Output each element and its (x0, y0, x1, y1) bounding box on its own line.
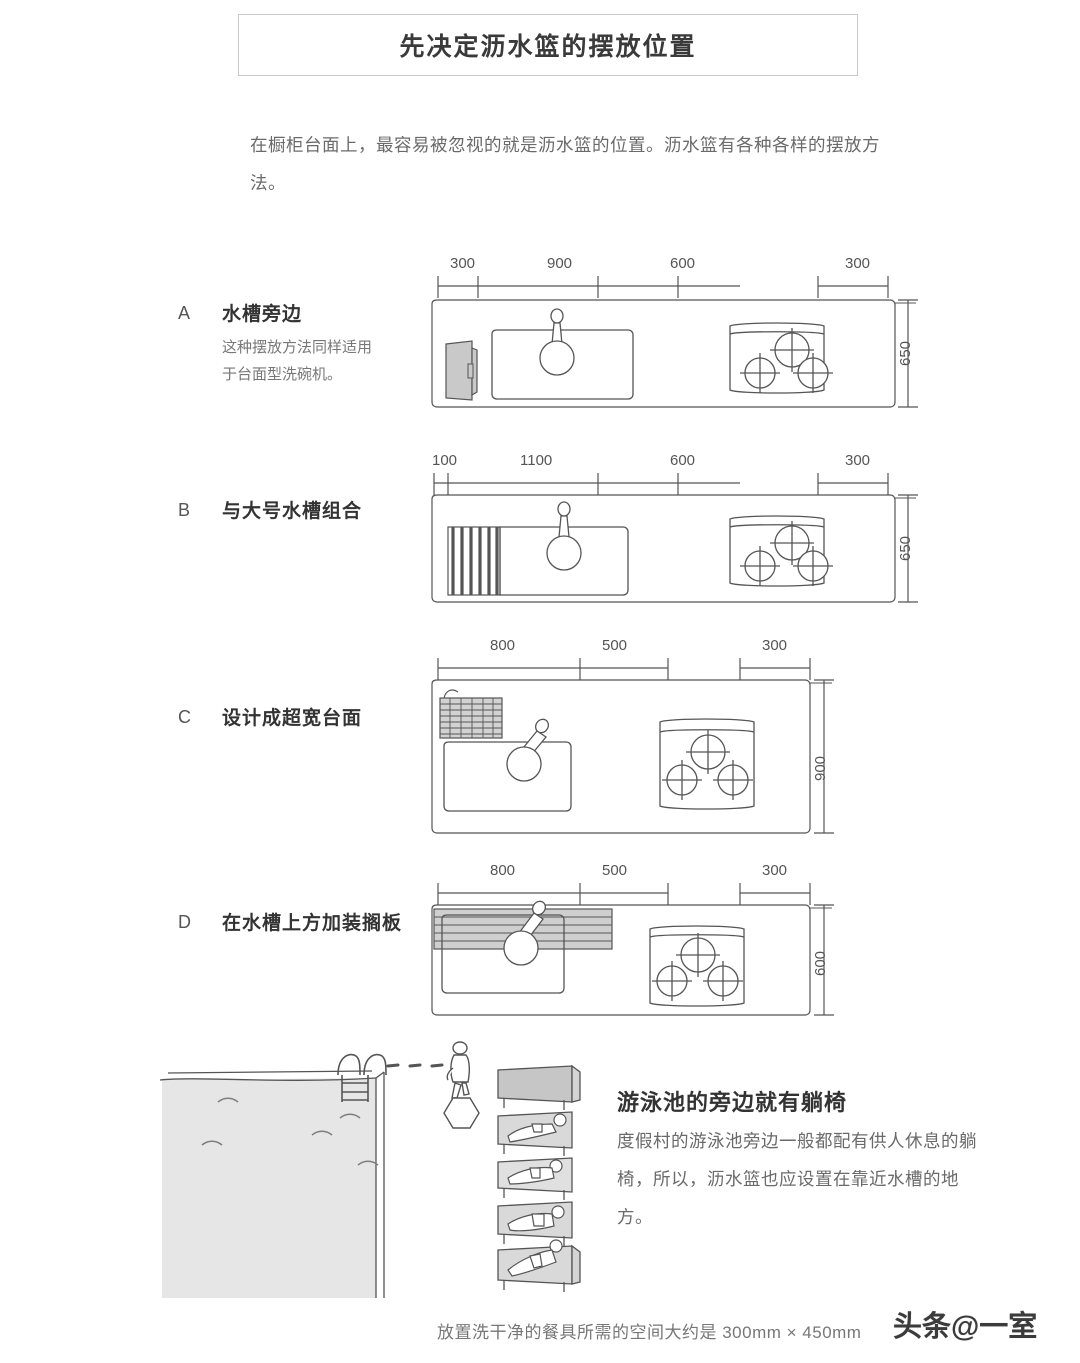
dim-b-3: 600 (670, 452, 696, 469)
person-walking (446, 1041, 471, 1099)
dim-a-2: 900 (547, 255, 573, 272)
pool-section-body: 度假村的游泳池旁边一般都配有供人休息的躺椅，所以，沥水篮也应设置在靠近水槽的地方… (617, 1131, 977, 1227)
dim-b-4: 300 (845, 452, 871, 469)
section-letter-d: D (178, 912, 191, 932)
dim-b-2: 1100 (520, 452, 553, 469)
lounge-chairs (497, 1064, 581, 1292)
grid-rack-c (439, 689, 503, 739)
dim-d-2: 500 (602, 862, 628, 879)
section-letter-c: C (178, 707, 191, 727)
page-title: 先决定沥水篮的摆放位置 (399, 33, 697, 61)
page-title-box: 先决定沥水篮的摆放位置 (238, 14, 858, 76)
diagram-a (420, 268, 930, 418)
dim-d-3: 300 (762, 862, 788, 879)
dim-a-3: 600 (670, 255, 696, 272)
section-title-a: 水槽旁边 (222, 304, 303, 325)
dim-d-1: 800 (490, 862, 516, 879)
section-title-c: 设计成超宽台面 (222, 708, 363, 729)
section-title-b: 与大号水槽组合 (222, 501, 363, 522)
dim-a-1: 300 (450, 255, 476, 272)
footer-note: 放置洗干净的餐具所需的空间大约是 300mm × 450mm (437, 1323, 862, 1342)
diagram-c (420, 650, 850, 850)
section-desc-a: 这种摆放方法同样适用于台面型洗碗机。 (222, 339, 373, 383)
watermark: 头条@一室 (893, 1311, 1038, 1343)
hexagon-stone (443, 1097, 480, 1129)
dim-c-2: 500 (602, 637, 628, 654)
dim-c-1: 800 (490, 637, 516, 654)
drainboard-b (447, 526, 501, 596)
pool-section-heading: 游泳池的旁边就有躺椅 (617, 1090, 848, 1115)
diagram-d (420, 875, 850, 1030)
dim-b-1: 100 (432, 452, 458, 469)
dim-c-3: 300 (762, 637, 788, 654)
section-letter-a: A (178, 303, 191, 323)
pool-illustration (160, 1040, 600, 1305)
section-title-d: 在水槽上方加装搁板 (222, 913, 403, 934)
section-letter-b: B (178, 500, 191, 520)
drying-rack-a (445, 340, 478, 401)
dim-a-4: 300 (845, 255, 871, 272)
intro-paragraph: 在橱柜台面上，最容易被忽视的就是沥水篮的位置。沥水篮有各种各样的摆放方法。 (250, 135, 880, 193)
diagram-b (420, 465, 930, 613)
